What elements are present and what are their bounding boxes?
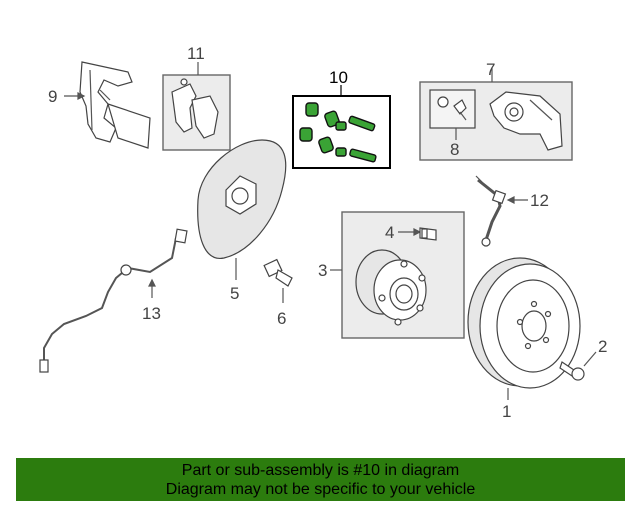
part-9-caliper-bracket (79, 61, 151, 149)
part-1-brake-rotor (467, 257, 581, 389)
callout-7: 7 (486, 60, 495, 79)
callout-2-leader (583, 351, 597, 367)
callout-6: 6 (277, 309, 286, 328)
part-10-slide-pins (299, 102, 377, 163)
part-3-hub-bearing (355, 249, 427, 326)
info-banner: Part or sub-assembly is #10 in diagram D… (16, 458, 625, 501)
callout-2: 2 (598, 337, 607, 356)
callout-11: 11 (187, 44, 205, 63)
part-12-brake-hose (475, 175, 507, 247)
part-8-bleeder-screws (437, 96, 467, 121)
banner-line-2: Diagram may not be specific to your vehi… (165, 481, 476, 498)
part-11-brake-pads (171, 78, 219, 139)
banner-line-1: Part or sub-assembly is #10 in diagram (181, 462, 460, 479)
callout-8: 8 (450, 140, 459, 159)
callout-10: 10 (329, 68, 348, 87)
callout-5: 5 (230, 284, 239, 303)
callout-1: 1 (502, 402, 511, 421)
part-5-dust-shield (197, 139, 287, 259)
callout-4: 4 (385, 223, 394, 242)
part-13-abs-sensor (39, 228, 188, 373)
part-7-caliper (489, 91, 563, 151)
callout-12: 12 (530, 191, 549, 210)
callout-3: 3 (318, 261, 327, 280)
callout-13: 13 (142, 304, 161, 323)
callout-9: 9 (48, 87, 57, 106)
part-8-box (429, 89, 476, 129)
part-4-bolt (419, 227, 437, 241)
part-6-bolt (263, 258, 293, 287)
part-2-screw (559, 361, 585, 381)
